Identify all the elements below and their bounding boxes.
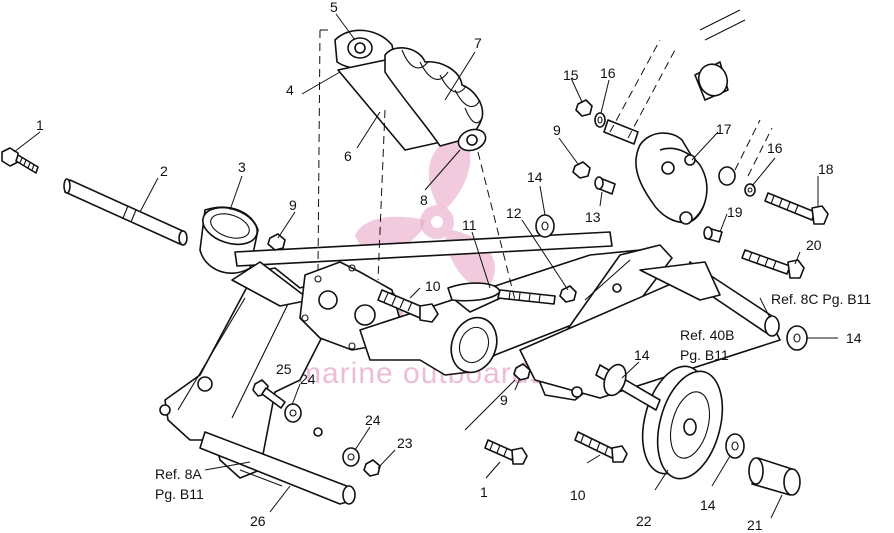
callout-24-lower: 24 — [365, 412, 381, 428]
rear-shaft — [639, 261, 780, 337]
callout-2: 2 — [160, 163, 168, 179]
alignment-lines — [317, 29, 516, 301]
wheel-part-22 — [641, 365, 724, 480]
callout-21: 21 — [747, 517, 763, 533]
callout-4: 4 — [286, 82, 294, 98]
washer-part-16-top — [594, 112, 606, 128]
callout-10-lower: 10 — [570, 487, 586, 503]
callout-18: 18 — [818, 161, 834, 177]
nut-part-9-right — [572, 161, 591, 179]
bushing-part-21 — [748, 457, 801, 496]
washer-part-24-upper — [284, 403, 302, 423]
bolt-part-20 — [741, 249, 805, 279]
spacer-part-13 — [594, 176, 616, 195]
cross-rod — [231, 231, 613, 307]
callout-8: 8 — [420, 192, 428, 208]
reference-notes: Ref. 8C Pg. B11 Ref. 40B Pg. B11 Ref. 8A… — [155, 291, 871, 502]
callout-20: 20 — [806, 237, 822, 253]
callout-7: 7 — [474, 35, 482, 51]
washer-part-14-upper — [535, 214, 555, 238]
callout-16-right: 16 — [767, 140, 783, 156]
callout-22: 22 — [636, 513, 652, 529]
washer-part-16-right — [744, 183, 756, 197]
spacer-part-19 — [703, 226, 723, 243]
callout-10-upper: 10 — [425, 278, 441, 294]
callout-14-middle: 14 — [634, 347, 650, 363]
shock-absorber — [334, 29, 487, 152]
ref-8c-note: Ref. 8C Pg. B11 — [771, 291, 871, 307]
callout-9-right: 9 — [553, 122, 561, 138]
ref-8a-note-line2: Pg. B11 — [155, 486, 204, 502]
callout-17: 17 — [716, 121, 732, 137]
ref-40b-note-line2: Pg. B11 — [680, 347, 729, 363]
washer-part-14-right — [786, 325, 808, 351]
callout-14-right: 14 — [846, 330, 862, 346]
callout-11: 11 — [462, 217, 477, 233]
bolt-part-10-upper — [377, 289, 439, 323]
watermark-tagline: marine outboards — [296, 357, 545, 390]
bolt-part-25 — [252, 379, 286, 409]
bushing-near-17 — [718, 166, 736, 186]
callout-13: 13 — [585, 209, 601, 225]
leader-lines — [13, 13, 838, 519]
callout-labels: 1 2 3 4 5 6 7 8 9 9 9 10 10 11 12 13 14 … — [36, 0, 862, 533]
wheel-axle — [595, 363, 661, 411]
callout-16-top: 16 — [600, 65, 616, 81]
callout-19: 19 — [727, 204, 743, 220]
callout-1-lower: 1 — [480, 484, 488, 500]
nut-part-23 — [363, 459, 381, 477]
nut-part-9-left — [267, 233, 286, 251]
callout-6: 6 — [344, 148, 352, 164]
callout-9-lower: 9 — [500, 392, 508, 408]
callout-5: 5 — [330, 0, 338, 15]
ref-8a-note-line1: Ref. 8A — [155, 466, 202, 482]
ref-40b-note-line1: Ref. 40B — [680, 327, 734, 343]
washer-part-14-lower — [725, 433, 745, 459]
callout-3: 3 — [238, 159, 246, 175]
callout-24-upper: 24 — [300, 371, 316, 387]
bolt-part-10-lower — [574, 431, 628, 463]
callout-12: 12 — [506, 205, 522, 221]
upper-rod-hidden — [609, 9, 773, 177]
callout-1-upper: 1 — [36, 117, 44, 133]
nut-part-12 — [559, 285, 577, 303]
callout-14-upper: 14 — [527, 169, 543, 185]
nut-part-15 — [575, 99, 593, 117]
bracket-part-17 — [603, 119, 708, 225]
callout-25: 25 — [276, 361, 292, 377]
nut-part-9-lower — [513, 363, 531, 381]
bolt-part-1 — [1, 147, 39, 174]
callout-26: 26 — [250, 513, 266, 529]
callout-15: 15 — [563, 67, 579, 83]
callout-9-left: 9 — [289, 197, 297, 213]
bolt-part-1-lower — [484, 439, 528, 465]
bolt-part-18 — [764, 192, 829, 225]
shaft-part-2 — [63, 178, 188, 246]
bracket-part-11 — [447, 282, 556, 305]
washer-part-24-lower — [342, 447, 360, 467]
callout-23: 23 — [397, 435, 413, 451]
watermark-propeller-logo — [355, 138, 495, 289]
callout-14-lower: 14 — [700, 497, 716, 513]
